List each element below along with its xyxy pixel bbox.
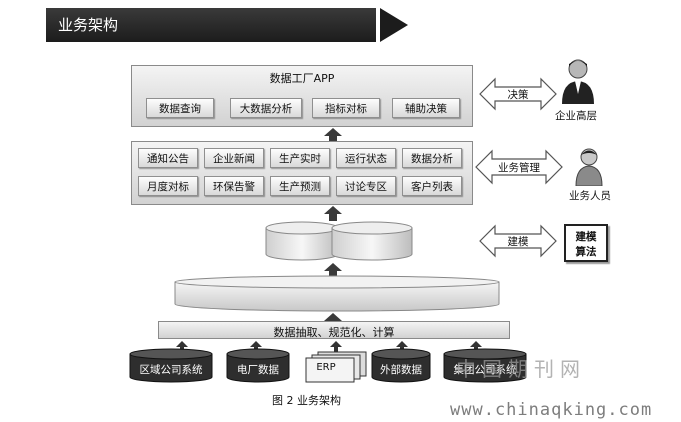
biz-item: 企业新闻 (204, 148, 264, 168)
app-item-query: 数据查询 (146, 98, 214, 118)
watermark-url: www.chinaqking.com (450, 400, 653, 420)
up-arrow-icon (324, 313, 342, 328)
staff-person-icon (575, 148, 603, 186)
section-title: 业务架构 (58, 16, 119, 34)
source-erp-documents (305, 351, 367, 383)
section-banner: 业务架构 (46, 8, 376, 42)
up-arrow-icon (324, 206, 342, 221)
watermark-chinese: 中国期刊网 (456, 357, 586, 381)
source-label-external: 外部数据 (380, 364, 422, 376)
actor-label-staff: 业务人员 (569, 190, 611, 202)
double-arrow-icon (479, 224, 557, 258)
up-arrow-icon (176, 341, 188, 354)
link-label-decision: 决策 (507, 89, 529, 101)
source-label-regional: 区域公司系统 (139, 364, 203, 376)
app-item-decision-support: 辅助决策 (392, 98, 460, 118)
up-arrow-icon (250, 341, 262, 354)
source-cylinder-plant (226, 348, 290, 383)
up-arrow-icon (396, 341, 408, 354)
double-arrow-icon (475, 149, 563, 185)
banner-arrow-icon (380, 8, 408, 42)
double-arrow-icon (479, 77, 557, 111)
biz-item: 运行状态 (336, 148, 396, 168)
link-label-biz-mgmt: 业务管理 (498, 162, 540, 174)
figure-caption: 图 2 业务架构 (272, 394, 341, 407)
biz-item: 环保告警 (204, 176, 264, 196)
up-arrow-icon (470, 341, 482, 354)
biz-layer-panel: 通知公告 企业新闻 生产实时 运行状态 数据分析 月度对标 环保告警 生产预测 … (131, 141, 473, 205)
biz-item: 数据分析 (402, 148, 462, 168)
source-cylinder-regional (129, 348, 213, 383)
source-label-erp: ERP (316, 362, 336, 373)
algorithm-label-line2: 算法 (575, 246, 597, 258)
process-layer-title: 数据抽取、规范化、计算 (273, 326, 395, 339)
link-label-modeling: 建模 (507, 236, 529, 248)
storage-cylinder-left (265, 221, 339, 261)
app-layer-panel: 数据工厂APP 数据查询 大数据分析 指标对标 辅助决策 (131, 65, 473, 127)
biz-item: 客户列表 (402, 176, 462, 196)
biz-item: 生产实时 (270, 148, 330, 168)
data-platform-cylinder (174, 275, 500, 312)
algorithm-box: 建模 算法 (564, 224, 608, 262)
source-cylinder-external (371, 348, 431, 383)
source-label-group: 集团公司系统 (453, 364, 517, 376)
biz-item: 讨论专区 (336, 176, 396, 196)
storage-cylinder-right (331, 221, 413, 261)
source-label-plant: 电厂数据 (237, 364, 279, 376)
app-item-bigdata: 大数据分析 (230, 98, 302, 118)
app-layer-title: 数据工厂APP (269, 72, 335, 85)
up-arrow-icon (324, 128, 342, 143)
actor-label-executive: 企业高层 (555, 110, 597, 122)
process-layer-panel: 数据抽取、规范化、计算 (158, 321, 510, 339)
source-cylinder-group (443, 348, 527, 383)
biz-item: 月度对标 (138, 176, 198, 196)
storage-cylinders (265, 221, 413, 261)
app-item-benchmark: 指标对标 (312, 98, 380, 118)
executive-person-icon (562, 59, 594, 104)
up-arrow-icon (324, 263, 342, 278)
biz-item: 生产预测 (270, 176, 330, 196)
biz-item: 通知公告 (138, 148, 198, 168)
algorithm-label-line1: 建模 (575, 231, 597, 243)
up-arrow-icon (330, 341, 342, 354)
